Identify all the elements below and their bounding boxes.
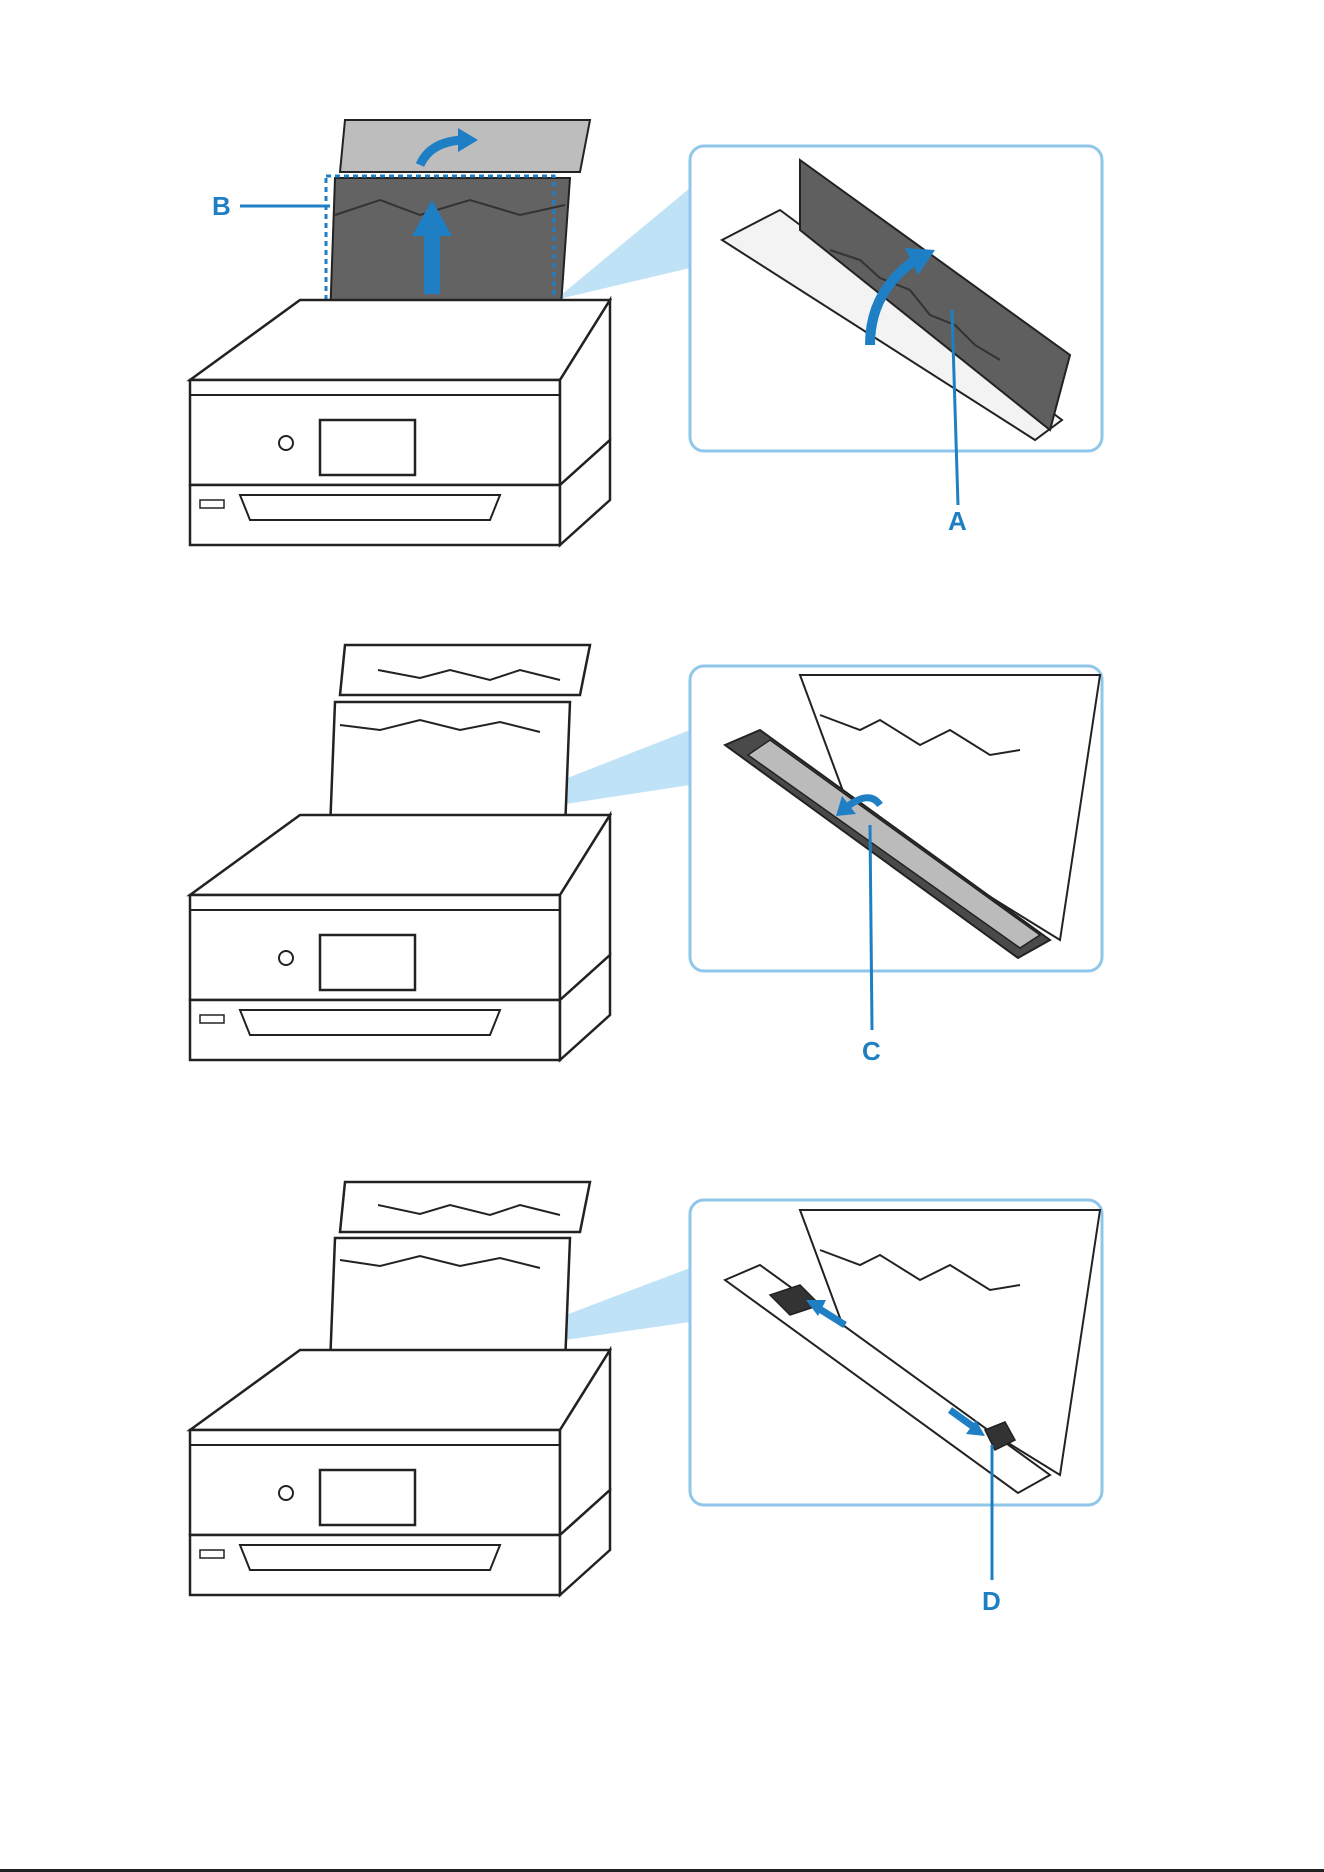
label-c: C: [862, 1036, 881, 1066]
touch-panel: [320, 1470, 415, 1525]
power-button: [279, 1486, 293, 1500]
bottom-edge-strip: [0, 1864, 1324, 1872]
power-button: [279, 436, 293, 450]
step-3-svg: D: [0, 1110, 1324, 1630]
touch-panel: [320, 935, 415, 990]
zoom-ray: [555, 188, 690, 300]
label-a: A: [948, 506, 967, 536]
step-1-svg: B A: [0, 0, 1324, 560]
paper-support: [330, 1182, 590, 1365]
label-b: B: [212, 191, 231, 221]
touch-panel: [320, 420, 415, 475]
step-2-svg: C: [0, 580, 1324, 1080]
paper-support: [330, 645, 590, 830]
printer-body: [190, 815, 610, 1060]
leader-c: [870, 825, 872, 1030]
power-button: [279, 951, 293, 965]
label-d: D: [982, 1586, 1001, 1616]
step-3-illustration: D: [0, 1110, 1324, 1590]
step-1-illustration: B A: [0, 0, 1324, 480]
step-2-illustration: C: [0, 580, 1324, 1060]
printer-body: [190, 300, 610, 545]
printer-body: [190, 1350, 610, 1595]
